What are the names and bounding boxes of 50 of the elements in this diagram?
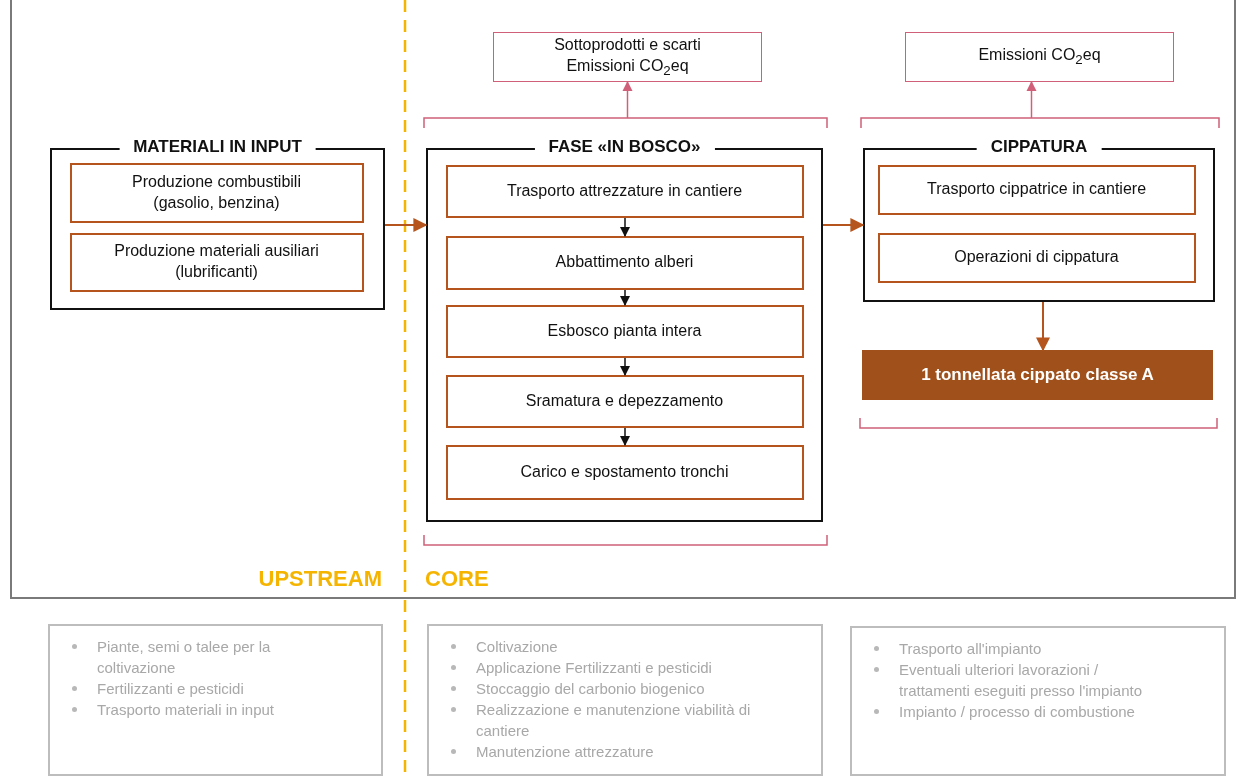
note-box: [427, 624, 823, 776]
process-box: [69, 232, 364, 292]
output-box: [493, 32, 762, 82]
box-text: 1 tonnellata cippato classe A: [921, 365, 1154, 385]
process-box: [445, 235, 804, 290]
section-label: CORE: [425, 566, 489, 592]
list-item: Fertilizzanti e pesticidi: [97, 679, 244, 699]
box-text: Carico e spostamento tronchi: [520, 461, 729, 482]
note-box: [48, 624, 383, 776]
list-item: Eventuali ulteriori lavorazioni / trattamenti eseguiti presso l'impianto: [899, 660, 1143, 701]
note-box: [850, 626, 1226, 776]
box-text: Produzione materiali ausiliari (lubrificanti): [113, 241, 320, 282]
list-item: Impianto / processo di combustione: [899, 702, 1135, 722]
box-text: Sottoprodotti e scarti: [554, 34, 701, 55]
box-text: Emissioni CO$_{2}$eq: [566, 55, 689, 80]
list-item: Coltivazione: [476, 637, 558, 657]
result-box: [862, 350, 1213, 400]
list-item: Manutenzione attrezzature: [476, 742, 654, 762]
arrow: [1036, 301, 1050, 352]
box-text: Produzione combustibili (gasolio, benzina): [131, 171, 302, 213]
process-box: [69, 162, 364, 223]
process-box: [445, 164, 804, 218]
box-text: Sramatura e depezzamento: [525, 390, 724, 411]
box-text: Trasporto cippatrice in cantiere: [926, 179, 1147, 200]
section-label: UPSTREAM: [258, 566, 382, 592]
output-box: [905, 32, 1174, 82]
arrow: [1026, 80, 1037, 119]
process-box: [877, 164, 1196, 215]
arrow: [619, 357, 631, 377]
list-item: Applicazione Fertilizzanti e pesticidi: [476, 658, 712, 678]
process-box: [445, 304, 804, 358]
arrow: [822, 218, 865, 232]
list-item: Piante, semi o talee per la coltivazione: [97, 637, 272, 678]
process-box: [445, 444, 804, 500]
process-box: [445, 374, 804, 428]
list-item: Trasporto all'impianto: [899, 639, 1042, 659]
arrow: [619, 427, 631, 447]
arrow: [384, 218, 428, 232]
box-text: Operazioni di cippatura: [954, 247, 1119, 268]
list-item: Stoccaggio del carbonio biogenico: [476, 679, 705, 699]
box-text: Esbosco pianta intera: [547, 320, 702, 341]
list-item: Trasporto materiali in input: [97, 700, 275, 720]
box-text: Trasporto attrezzature in cantiere: [506, 180, 743, 201]
box-text: Abbattimento alberi: [555, 252, 694, 273]
arrow: [622, 80, 633, 119]
arrow: [619, 217, 631, 238]
arrow: [619, 289, 631, 307]
list-item: Realizzazione e manutenzione viabilità di cantiere: [476, 700, 751, 741]
box-text: Emissioni CO$_{2}$eq: [978, 45, 1101, 69]
process-box: [877, 232, 1196, 283]
